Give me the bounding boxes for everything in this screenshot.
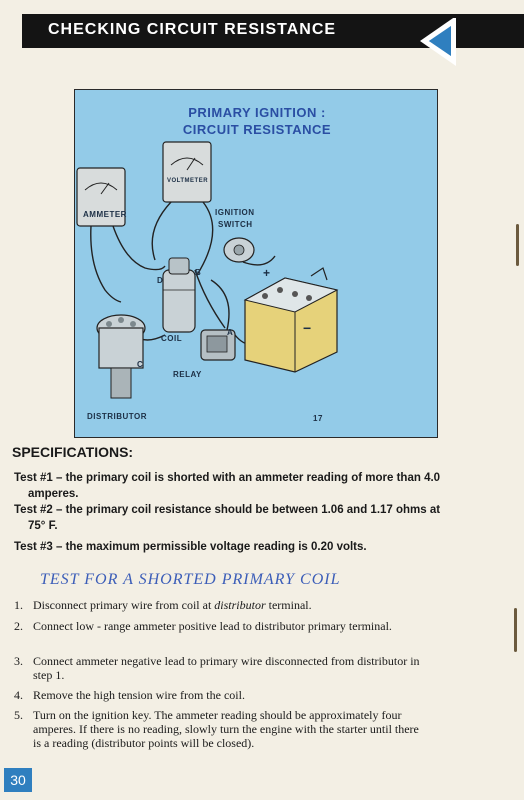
step-3-number: 3.: [14, 654, 23, 668]
step-3-text: Connect ammeter negative lead to primary…: [33, 654, 420, 682]
diagram-title-line-2: CIRCUIT RESISTANCE: [182, 122, 332, 137]
specifications-heading: SPECIFICATIONS:: [12, 444, 134, 460]
voltmeter-label: VOLTMETER: [167, 178, 209, 184]
section-heading: TEST FOR A SHORTED PRIMARY COIL: [40, 571, 341, 588]
ignition-circuit-diagram: PRIMARY IGNITION : CIRCUIT RESISTANCE: [74, 89, 438, 438]
spec-item-3-lead: Test #3 –: [14, 541, 66, 553]
ammeter-label: AMMETER: [83, 210, 127, 219]
figure-number: 17: [313, 414, 323, 423]
binder-mark-bottom: [514, 608, 517, 652]
spec-item-1-lead: Test #1 –: [14, 472, 66, 484]
step-1-text: Disconnect primary wire from coil at dis…: [33, 598, 428, 612]
spec-item-1-text: the primary coil is shorted with an amme…: [65, 472, 441, 484]
spec-item-2: Test #2 – the primary coil resistance sh…: [14, 502, 444, 534]
step-1: 1. Disconnect primary wire from coil at …: [14, 598, 428, 614]
battery-negative-label: −: [303, 320, 312, 336]
step-3: 3. Connect ammeter negative lead to prim…: [14, 654, 428, 684]
step-5-number: 5.: [14, 708, 23, 722]
step-1-number: 1.: [14, 598, 23, 612]
relay-drawing: [200, 329, 236, 361]
step-2: 2. Connect low - range ammeter positive …: [14, 619, 428, 649]
step-5-text: Turn on the ignition key. The ammeter re…: [33, 708, 419, 750]
step-4: 4. Remove the high tension wire from the…: [14, 688, 428, 704]
terminal-b-label: B: [195, 268, 202, 277]
voltmeter-drawing: [162, 141, 212, 203]
step-2-text: Connect low - range ammeter positive lea…: [33, 619, 392, 633]
spec-item-3-text: the maximum permissible voltage reading …: [65, 541, 367, 553]
terminal-c-label: C: [137, 360, 144, 369]
step-4-text: Remove the high tension wire from the co…: [33, 688, 245, 702]
distributor-label: DISTRIBUTOR: [87, 412, 148, 421]
binder-mark-top: [516, 224, 519, 266]
step-2-number: 2.: [14, 619, 23, 633]
ignition-switch-label-1: IGNITION: [215, 208, 255, 217]
step-1-text-pre: Disconnect primary wire from coil at: [33, 598, 215, 612]
battery-positive-label: +: [263, 266, 271, 280]
spec-item-2-cont: 75° F.: [28, 520, 58, 532]
step-1-text-post: terminal.: [265, 598, 312, 612]
page-number-badge: 30: [4, 768, 32, 792]
spec-item-2-lead: Test #2 –: [14, 504, 66, 516]
step-5: 5. Turn on the ignition key. The ammeter…: [14, 708, 428, 766]
page-header-bar: CHECKING CIRCUIT RESISTANCE: [22, 14, 524, 66]
spec-item-3: Test #3 – the maximum permissible voltag…: [14, 539, 444, 555]
page-title: CHECKING CIRCUIT RESISTANCE: [48, 21, 337, 38]
relay-label: RELAY: [173, 370, 202, 379]
step-1-text-em: distributor: [214, 598, 266, 612]
circuit-illustration: [76, 141, 339, 399]
terminal-d-label: D: [157, 276, 164, 285]
step-4-number: 4.: [14, 688, 23, 702]
ammeter-drawing: [76, 167, 126, 227]
diagram-title-line-1: PRIMARY IGNITION :: [188, 105, 326, 120]
diagram-title: PRIMARY IGNITION : CIRCUIT RESISTANCE: [75, 104, 437, 138]
ignition-switch-drawing: [223, 237, 255, 263]
terminal-a-label: A: [227, 328, 234, 337]
coil-label: COIL: [161, 334, 183, 343]
spec-item-1-cont: amperes.: [28, 488, 79, 500]
distributor-drawing: [96, 314, 146, 399]
left-arrow-icon: [420, 18, 456, 66]
ignition-switch-label-2: SWITCH: [218, 220, 253, 229]
spec-item-1: Test #1 – the primary coil is shorted wi…: [14, 470, 444, 502]
battery-drawing: [243, 267, 339, 373]
coil-drawing: [162, 257, 196, 333]
spec-item-2-text: the primary coil resistance should be be…: [65, 504, 441, 516]
